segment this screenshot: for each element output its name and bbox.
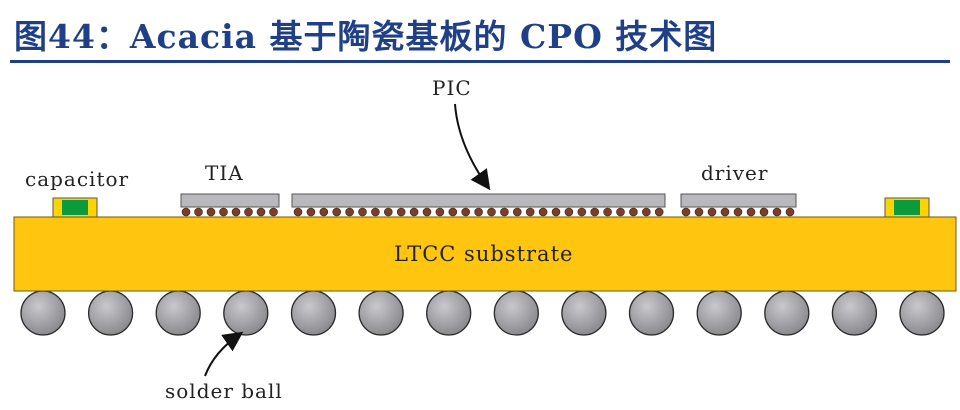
micro-bump [759, 207, 769, 217]
micro-bump [707, 207, 717, 217]
micro-bump [194, 207, 203, 217]
micro-bump [629, 207, 638, 217]
solder-ball [426, 290, 472, 336]
solder-ball [561, 290, 607, 336]
micro-bump [577, 207, 587, 217]
micro-bump [306, 207, 316, 217]
micro-bump [654, 207, 664, 217]
micro-bump [409, 207, 419, 217]
solder-ball [899, 290, 945, 336]
micro-bump [231, 207, 241, 217]
micro-bump [358, 207, 367, 217]
micro-bump [487, 207, 496, 217]
pic-label: PIC [432, 76, 472, 100]
micro-bump [256, 207, 266, 217]
micro-bump [396, 207, 406, 217]
driver-label: driver [701, 161, 768, 185]
solder-balls [20, 290, 945, 336]
micro-bump [525, 207, 535, 217]
capacitor-left [52, 197, 98, 218]
micro-bump [448, 207, 458, 217]
solder-ball [831, 290, 878, 336]
solder-ball-label: solder ball [165, 379, 283, 403]
solder-ball [87, 290, 134, 336]
solder-ball [155, 290, 201, 336]
micro-bump [332, 207, 342, 217]
solder-ball [493, 290, 539, 336]
micro-bump [345, 207, 354, 217]
capacitor-right [884, 197, 930, 218]
solder-ball [696, 290, 742, 336]
solder-ball [290, 290, 337, 336]
solder-ball-arrow [204, 331, 244, 377]
micro-bump [383, 207, 393, 217]
micro-bump [616, 207, 625, 217]
micro-bump [371, 207, 380, 217]
micro-bump [641, 207, 651, 217]
micro-bump [435, 207, 445, 217]
micro-bump [474, 207, 483, 217]
micro-bump [551, 207, 561, 217]
micro-bump [461, 207, 471, 217]
tia-chip [180, 193, 280, 208]
figure-title: 图44：Acacia 基于陶瓷基板的 CPO 技术图 [14, 17, 718, 56]
micro-bump [733, 207, 743, 217]
tia-label: TIA [205, 161, 244, 185]
title-rule [10, 60, 950, 63]
solder-ball [764, 290, 810, 336]
driver-chip [680, 193, 797, 208]
micro-bump [720, 207, 730, 217]
micro-bump [681, 207, 691, 217]
micro-bump [269, 207, 278, 217]
micro-bump [512, 207, 522, 217]
solder-ball [223, 290, 269, 336]
micro-bump [206, 207, 216, 217]
micro-bump [590, 207, 600, 217]
solder-ball [628, 290, 675, 336]
solder-ball [358, 290, 404, 336]
micro-bump [293, 207, 303, 217]
pic-arrow [454, 103, 491, 191]
ltcc-substrate [13, 216, 957, 292]
micro-bump [746, 207, 756, 217]
micro-bump [564, 207, 574, 217]
pic-chip [291, 193, 666, 208]
micro-bump [694, 207, 704, 217]
micro-bump [603, 207, 612, 217]
micro-bump [219, 207, 228, 217]
micro-bumps [181, 207, 795, 217]
micro-bump [785, 207, 795, 217]
micro-bump [319, 207, 329, 217]
micro-bump [538, 207, 548, 217]
micro-bump [244, 207, 253, 217]
micro-bump [422, 207, 432, 217]
solder-ball [20, 290, 66, 336]
capacitor-label: capacitor [25, 167, 129, 191]
micro-bump [772, 207, 782, 217]
substrate-label: LTCC substrate [394, 242, 573, 266]
micro-bump [500, 207, 509, 217]
micro-bump [181, 207, 191, 217]
